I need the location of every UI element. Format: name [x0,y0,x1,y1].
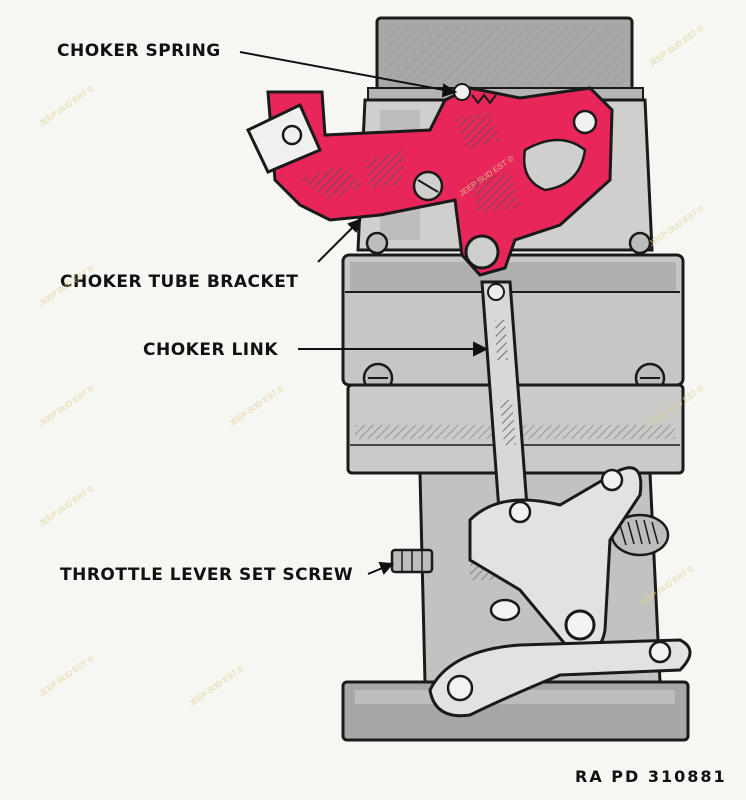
throttle-lever [428,466,692,718]
choker-link [480,280,530,526]
label-choker-spring: CHOKER SPRING [57,41,221,61]
label-throttle-lever-set-screw: THROTTLE LEVER SET SCREW [60,565,354,585]
label-choker-link: CHOKER LINK [143,340,279,360]
label-choker-tube-bracket: CHOKER TUBE BRACKET [60,272,299,292]
bolt-icon [628,231,652,255]
reference-number: RA PD 310881 [575,767,727,786]
bolt-icon [365,231,389,255]
air-horn-cap [367,16,644,103]
choker-spring-coil [471,93,497,105]
choker-tube-bracket [266,83,614,277]
leader-lines [239,51,489,575]
throttle-lever-set-screw [390,548,434,574]
choke-tube-clamp [246,102,322,174]
